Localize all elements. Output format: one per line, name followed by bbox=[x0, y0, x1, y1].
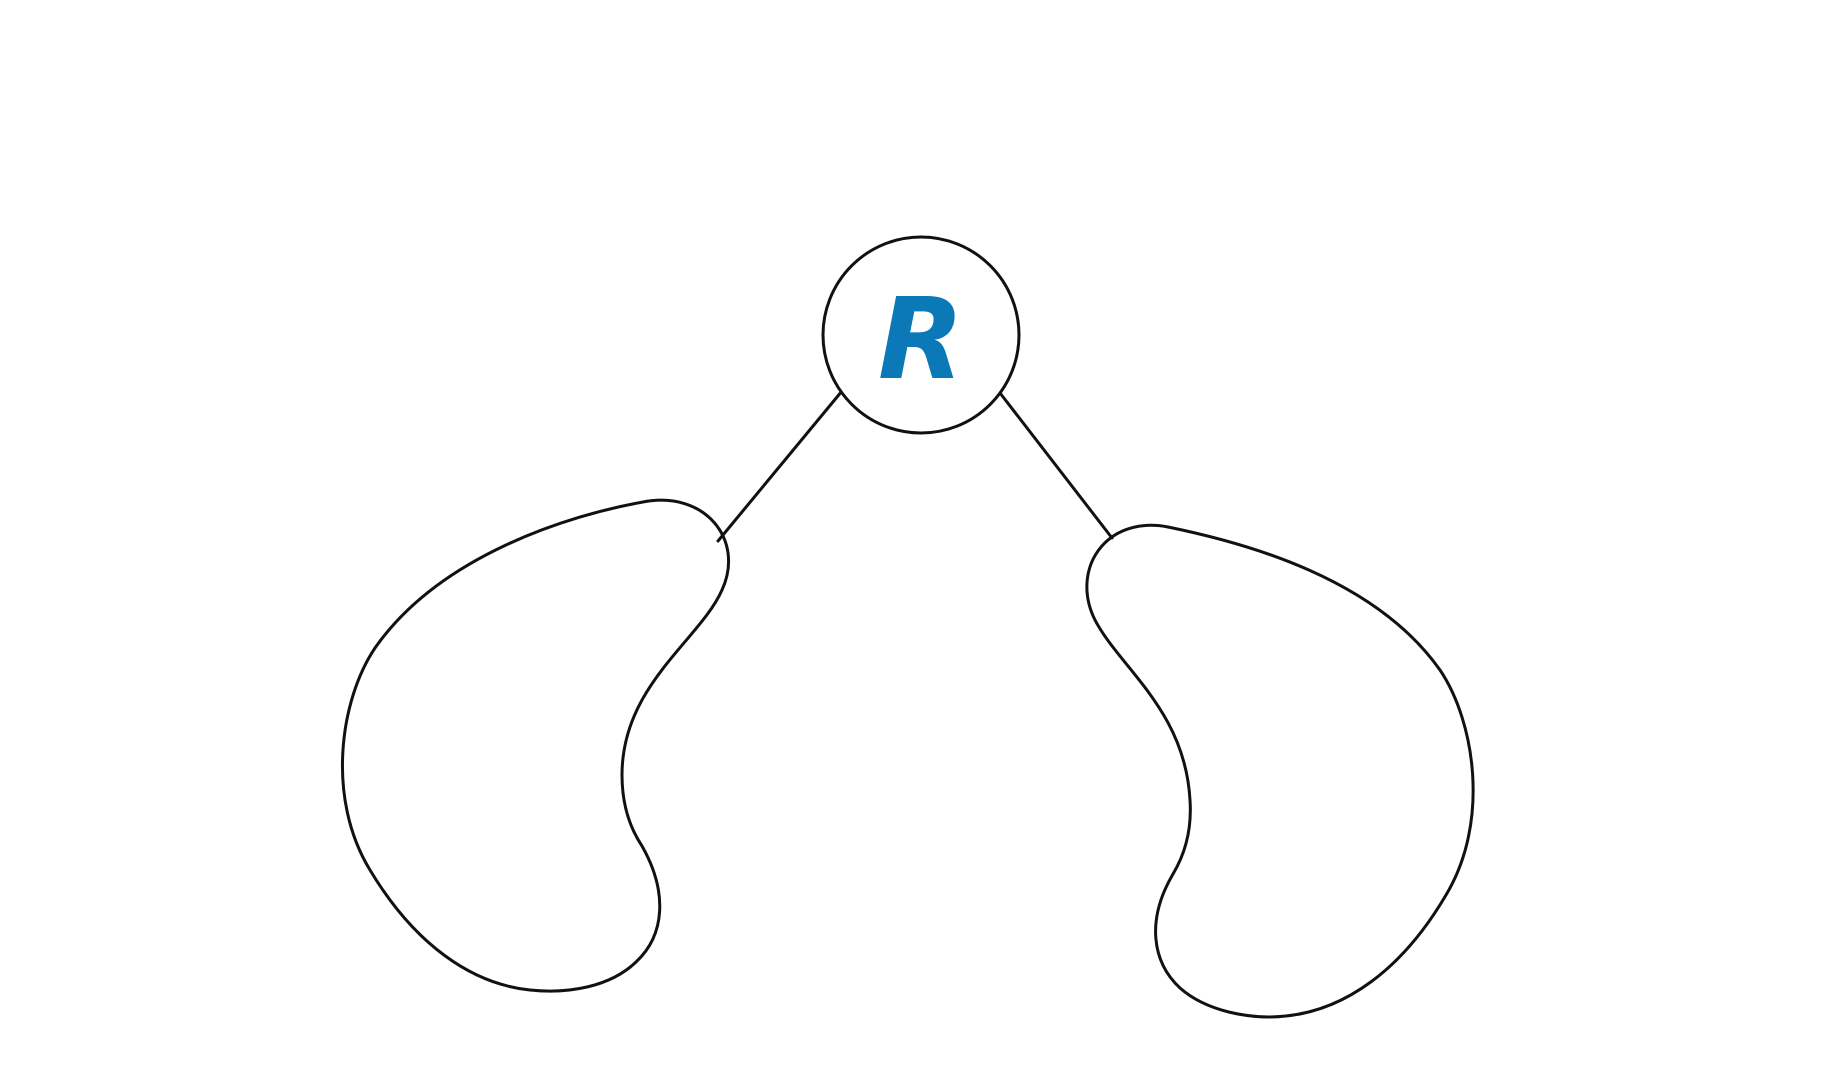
root-node-circle bbox=[821, 235, 1021, 435]
root-node: R bbox=[821, 235, 1021, 435]
edge-root-left bbox=[716, 389, 844, 543]
left-subtree-blob bbox=[340, 498, 731, 993]
right-subtree-blob bbox=[1085, 523, 1475, 1019]
edge-root-right bbox=[998, 391, 1114, 540]
root-node-label: R bbox=[878, 275, 964, 405]
